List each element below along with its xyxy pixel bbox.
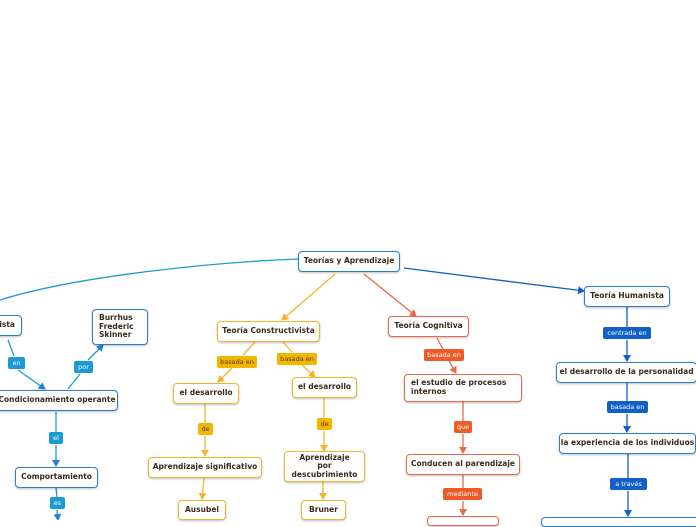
label-por: por [74,361,93,373]
node-root[interactable]: Teorías y Aprendizaje [298,251,400,272]
node-conductista[interactable]: ista [0,315,22,336]
node-humanista-next[interactable] [541,517,696,527]
connector-condicionamiento-por [67,373,81,390]
node-desarrollo-1[interactable]: el desarrollo [173,383,239,404]
connector-root-constructivista [281,273,336,321]
label-en: en [8,357,25,369]
node-desarrollo-personalidad[interactable]: el desarrollo de la personalidad [556,362,696,383]
connector-root-conductista [0,258,299,301]
node-cognitiva-next[interactable] [427,516,499,526]
label-de-2: de [317,418,332,430]
label-basada-en-1: basada en [217,356,257,368]
node-desarrollo-2[interactable]: el desarrollo [292,377,357,398]
connector-significativo-ausubel [198,477,207,500]
connector-en-condicionamiento [17,369,46,390]
connector-comportamiento-es [55,487,58,498]
node-comportamiento[interactable]: Comportamiento [15,467,98,488]
label-es: es [50,497,65,509]
connector-root-cognitiva [363,273,417,317]
connector-por-skinner [87,344,104,361]
node-aprendizaje-significativo[interactable]: Aprendizaje significativo [148,457,262,478]
connector-constructivista-basada1 [242,341,256,356]
node-constructivista[interactable]: Teoría Constructivista [217,321,320,342]
connector-basada3-estudio [448,360,457,374]
node-humanista[interactable]: Teoría Humanista [584,286,670,307]
node-conducen[interactable]: Conducen al parendizaje [406,454,520,475]
node-aprendizaje-descubrimiento[interactable]: Aprendizaje por descubrimiento [284,451,365,482]
connector-basada2-desarrollo2 [301,364,316,378]
label-que: que [454,421,472,433]
connector-es-down [53,509,62,520]
label-mediante: mediante [443,488,482,500]
node-skinner[interactable]: Burrhus Frederic Skinner [92,309,148,345]
label-centrada-en: centrada en [603,327,651,339]
label-basada-en-4: basada en [607,401,648,413]
label-el: el [49,432,63,444]
node-experiencia[interactable]: la experiencia de los individuos [559,433,696,454]
node-ausubel[interactable]: Ausubel [178,500,226,520]
label-basada-en-2: basada en [277,353,317,365]
connector-basada1-desarrollo1 [217,367,233,383]
connector-conductista-en [7,339,15,357]
node-cognitiva[interactable]: Teoría Cognitiva [388,316,469,337]
label-a-traves: a través [610,478,647,490]
connector-root-humanista [403,267,585,295]
connector-constructivista-basada2 [282,341,293,353]
node-bruner[interactable]: Bruner [301,500,346,520]
node-estudio-procesos[interactable]: el estudio de procesos internos [404,374,522,402]
label-basada-en-3: basada en [424,349,464,361]
label-de-1: de [198,423,213,435]
connector-cognitiva-basada3 [436,337,444,350]
node-condicionamiento[interactable]: Condicionamiento operante [0,390,118,411]
